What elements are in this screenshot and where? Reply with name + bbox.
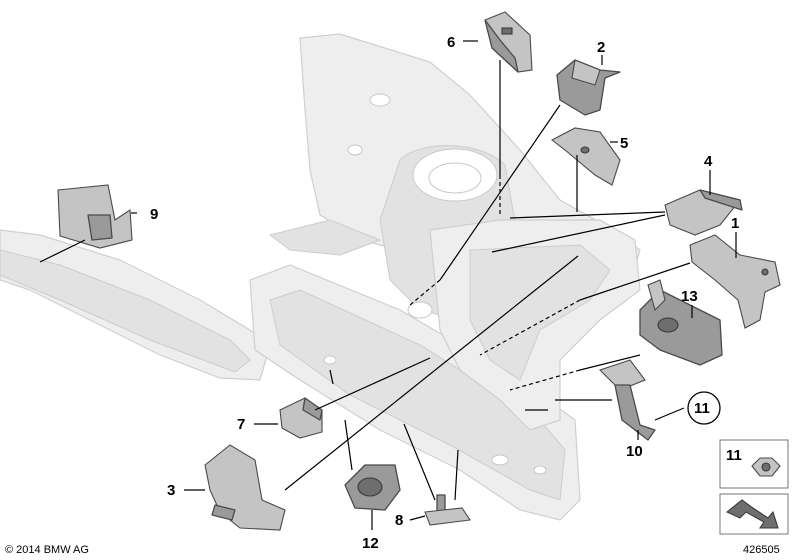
- part-7-bracket: [279, 397, 323, 439]
- part-2-bracket: [556, 59, 621, 116]
- callouts: 6 2 5 4 1 13 9 7 10 3 8 12 11: [150, 34, 739, 552]
- legend-arrow-box: [719, 493, 789, 535]
- direction-arrow-icon: [725, 499, 779, 529]
- part-9-bracket: [57, 184, 133, 249]
- legend-nut-number: 11: [726, 447, 742, 464]
- legend-nut-box: 11: [719, 439, 789, 489]
- callout-4: 4: [704, 153, 713, 170]
- part-12-mount: [344, 464, 401, 511]
- part-6-bracket: [484, 11, 533, 73]
- callout-13: 13: [681, 288, 698, 305]
- copyright-text: © 2014 BMW AG: [5, 544, 89, 556]
- callout-11-circle: [687, 391, 721, 425]
- callout-3: 3: [167, 482, 175, 499]
- callout-5: 5: [620, 135, 628, 152]
- callout-12: 12: [362, 535, 379, 552]
- callout-2: 2: [597, 39, 605, 56]
- callout-7: 7: [237, 416, 245, 433]
- callout-11: 11: [694, 400, 710, 417]
- callout-8: 8: [395, 512, 403, 529]
- part-10-bracket: [598, 359, 656, 441]
- image-number: 426505: [743, 544, 780, 556]
- callout-10: 10: [626, 443, 643, 460]
- part-13-mount: [639, 279, 723, 366]
- callout-6: 6: [447, 34, 455, 51]
- callout-9: 9: [150, 206, 158, 223]
- part-8-stud: [424, 494, 471, 526]
- part-3-bracket: [204, 444, 286, 531]
- body-structure: [0, 33, 641, 521]
- callout-1: 1: [731, 215, 739, 232]
- leader-lines: [39, 40, 737, 530]
- part-5-bracket: [550, 127, 621, 186]
